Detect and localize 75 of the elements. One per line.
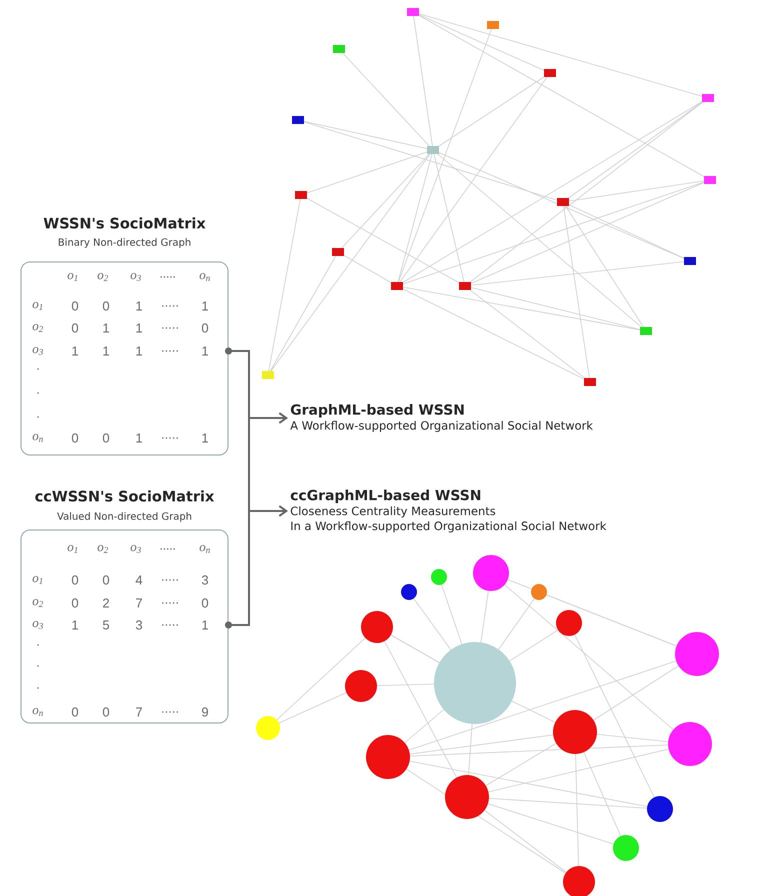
matrix-cell: 0 xyxy=(72,575,78,585)
matrix-cell: o$_{2}$ xyxy=(32,324,44,332)
matrix-cell: . xyxy=(37,416,39,418)
matrix-cell: 0 xyxy=(102,707,110,717)
matrix-cell: ..... xyxy=(162,602,178,604)
matrix-cell: 0 xyxy=(202,598,208,608)
matrix-cell: o$_{2}$ xyxy=(98,545,108,553)
matrix-cell: 0 xyxy=(72,598,78,608)
network-description: A Workflow-supported Organizational Social Network xyxy=(290,420,593,432)
matrix-cell: o$_{1}$ xyxy=(32,576,42,584)
matrix-cell: ..... xyxy=(160,548,175,550)
network-drawing xyxy=(262,8,716,386)
matrix-cell: 0 xyxy=(72,707,78,717)
matrix-cell: o$_{1}$ xyxy=(68,545,78,553)
matrix-cell: 0 xyxy=(102,301,110,311)
network-title: ccGraphML-based WSSN xyxy=(290,490,480,504)
matrix-cell: . xyxy=(37,665,39,667)
matrix-subtitle: Binary Non-directed Graph xyxy=(58,238,190,248)
matrix-cell: ..... xyxy=(162,437,178,439)
matrix-cell: 0 xyxy=(202,323,208,333)
matrix-cell: o$_{1}$ xyxy=(32,302,42,310)
matrix-cell: 1 xyxy=(136,346,142,356)
matrix-cell: o$_{3}$ xyxy=(130,544,141,554)
matrix-cell: . xyxy=(37,687,39,689)
matrix-cell: . xyxy=(37,368,39,370)
matrix-cell: 7 xyxy=(136,598,142,608)
matrix-cell: 1 xyxy=(202,434,208,442)
matrix-cell: o$_{3}$ xyxy=(32,346,43,356)
matrix-cell: o$_{1}$ xyxy=(68,273,78,281)
network-description: In a Workflow-supported Organizational Social Network xyxy=(291,521,606,532)
matrix-cell: o$_{2}$ xyxy=(98,273,108,281)
matrix-cell: . xyxy=(37,392,39,394)
matrix-cell: o$_{n}$ xyxy=(200,545,210,553)
matrix-cell: 1 xyxy=(136,302,142,310)
matrix-cell: 1 xyxy=(103,324,109,332)
matrix-cell: ..... xyxy=(162,350,178,352)
matrix-cell: 3 xyxy=(202,575,208,585)
matrix-cell: o$_{3}$ xyxy=(130,272,141,282)
matrix-cell: 1 xyxy=(202,620,208,630)
matrix-cell: ..... xyxy=(162,711,178,713)
matrix-cell: 0 xyxy=(102,575,110,585)
matrix-cell: 1 xyxy=(103,346,109,356)
matrix-cell: 1 xyxy=(136,324,142,332)
matrix-cell: ..... xyxy=(162,624,178,626)
matrix-cell: o$_{n}$ xyxy=(200,273,210,281)
matrix-cell: ..... xyxy=(162,305,178,307)
matrix-cell: 7 xyxy=(136,708,142,716)
matrix-title: ccWSSN's SocioMatrix xyxy=(35,490,214,502)
matrix-cell: o$_{n}$ xyxy=(32,434,43,442)
matrix-cell: 0 xyxy=(72,433,78,443)
matrix-cell: 1 xyxy=(72,346,78,356)
matrix-cell: 0 xyxy=(72,301,78,311)
matrix-cell: ..... xyxy=(162,579,178,581)
matrix-subtitle: Valued Non-directed Graph xyxy=(57,512,192,522)
matrix-cell: ..... xyxy=(160,276,175,278)
matrix-cell: 0 xyxy=(72,323,78,333)
matrix-cell: o$_{n}$ xyxy=(32,708,43,716)
matrix-cell: 9 xyxy=(202,707,208,717)
matrix-cell: 1 xyxy=(72,620,78,630)
matrix-cell: 1 xyxy=(202,302,208,310)
matrix-cell: 2 xyxy=(103,598,109,608)
matrix-cell: o$_{3}$ xyxy=(32,620,43,630)
matrix-cell: 1 xyxy=(202,346,208,356)
matrix-title: WSSN's SocioMatrix xyxy=(44,217,206,229)
network-title: GraphML-based WSSN xyxy=(290,404,464,418)
matrix-cell: 5 xyxy=(102,620,110,630)
network-description: Closeness Centrality Measurements xyxy=(290,506,496,518)
network-drawing xyxy=(256,555,719,896)
matrix-cell: . xyxy=(37,644,39,646)
matrix-cell: 0 xyxy=(102,433,110,443)
matrix-cell: o$_{2}$ xyxy=(32,599,44,607)
matrix-cell: 4 xyxy=(136,576,142,584)
matrix-cell: 1 xyxy=(136,434,142,442)
matrix-cell: 3 xyxy=(136,620,142,630)
matrix-cell: ..... xyxy=(162,327,178,329)
